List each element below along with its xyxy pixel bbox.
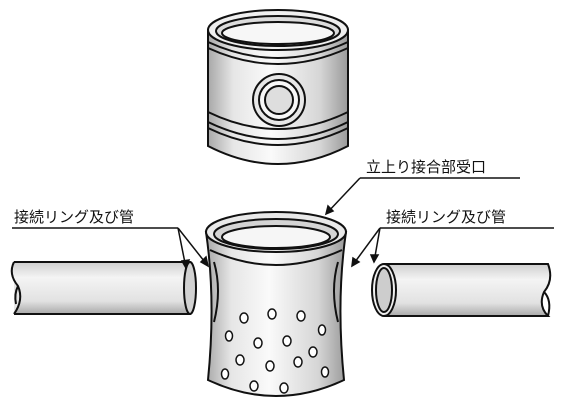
lower-perforated-base (204, 211, 348, 397)
riser-socket-label: 立上り接合部受口 (366, 158, 486, 176)
right-connection-label: 接続リング及び管 (386, 208, 506, 226)
perforation-holes (220, 308, 330, 394)
leader-lines (12, 177, 554, 270)
left-connection-label: 接続リング及び管 (14, 208, 134, 226)
upper-riser-cylinder (207, 9, 349, 165)
left-pipe (10, 261, 197, 315)
right-pipe (371, 263, 552, 317)
